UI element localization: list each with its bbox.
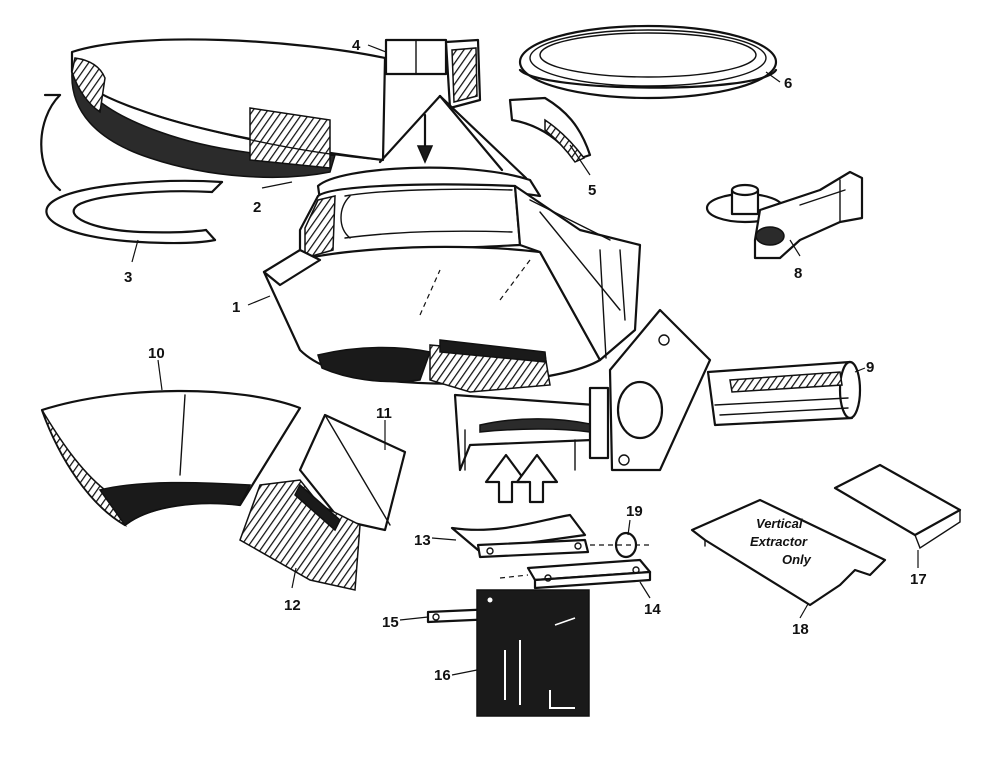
callout-8: 8 bbox=[794, 265, 802, 282]
callout-5: 5 bbox=[588, 182, 596, 199]
part-16-dark-panel bbox=[476, 589, 590, 717]
callout-10: 10 bbox=[148, 345, 165, 362]
plate-text-line-1: Vertical bbox=[756, 516, 803, 531]
callout-1: 1 bbox=[232, 299, 240, 316]
part-10-curved-panel bbox=[40, 389, 302, 528]
leader-lines bbox=[43, 44, 919, 676]
callout-17: 17 bbox=[910, 571, 927, 588]
part-17-plate bbox=[833, 463, 962, 550]
part-4-bracket bbox=[384, 38, 482, 110]
callout-15: 15 bbox=[382, 614, 399, 631]
part-19-washer bbox=[590, 531, 650, 559]
callout-4: 4 bbox=[352, 37, 361, 54]
part-1-main-hood bbox=[262, 94, 712, 472]
callout-18: 18 bbox=[792, 621, 809, 638]
part-9-cylinder-duct bbox=[706, 360, 862, 427]
part-13-strip bbox=[450, 513, 590, 559]
callout-13: 13 bbox=[414, 532, 431, 549]
callout-9: 9 bbox=[866, 359, 874, 376]
plate-text-line-2: Extractor bbox=[750, 534, 808, 549]
part-5-curved-plate bbox=[508, 96, 592, 163]
callout-14: 14 bbox=[644, 601, 661, 618]
part-14-bracket bbox=[499, 558, 652, 590]
callout-19: 19 bbox=[626, 503, 643, 520]
plate-text-line-3: Only bbox=[782, 552, 812, 567]
callout-3: 3 bbox=[124, 269, 132, 286]
part-12-shaded-panel bbox=[239, 479, 361, 591]
part-6-disc bbox=[518, 24, 778, 100]
callout-16: 16 bbox=[434, 667, 451, 684]
part-8-motor-mount bbox=[705, 170, 864, 260]
part-18-plate: Vertical Extractor Only bbox=[690, 498, 887, 607]
part-2-curved-band bbox=[40, 38, 387, 192]
callout-numbers: 1 2 3 4 5 6 8 9 10 11 12 13 14 15 16 17 … bbox=[124, 37, 927, 684]
flow-arrows bbox=[416, 113, 559, 504]
callout-11: 11 bbox=[376, 405, 392, 422]
callout-12: 12 bbox=[284, 597, 301, 614]
callout-6: 6 bbox=[784, 75, 792, 92]
callout-2: 2 bbox=[253, 199, 261, 216]
part-3-split-ring bbox=[45, 179, 224, 245]
